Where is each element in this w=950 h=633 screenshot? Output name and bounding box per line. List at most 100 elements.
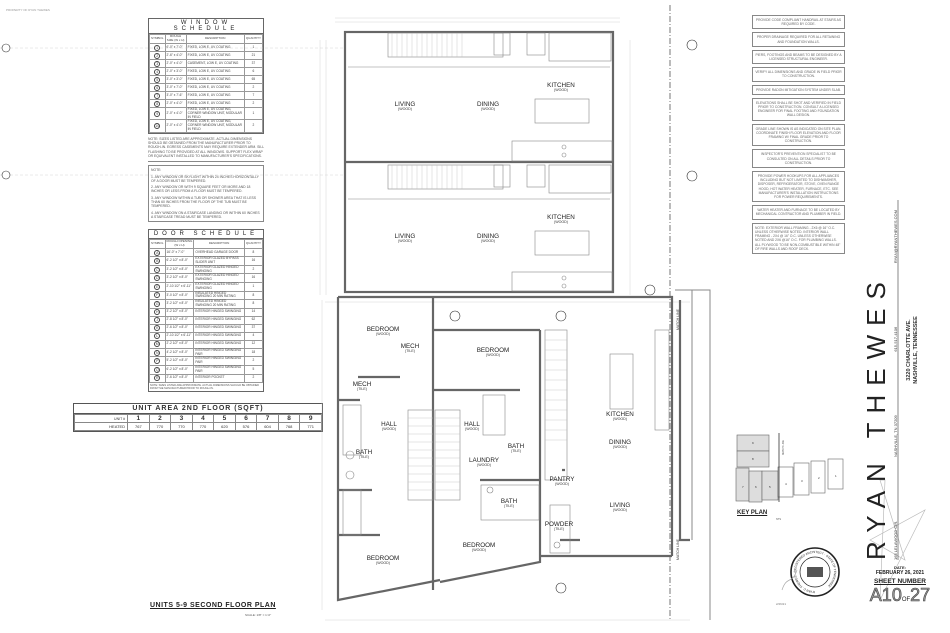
symbol-badge: 4 [154, 68, 161, 75]
symbol-badge: K [154, 325, 161, 332]
room-label: MECH(TILE) [401, 343, 420, 354]
symbol-badge: P [154, 358, 161, 365]
general-note: GRADE LINE SHOWN IS AS INDICATED ON SITE… [752, 123, 845, 147]
room-floor: (WOOD) [465, 427, 479, 432]
symbol-badge: 10 [154, 123, 161, 130]
sheet-of: OF [901, 597, 911, 603]
general-notes: PROVIDE CODE COMPLIANT HANDRAIL AT STAIR… [752, 15, 845, 254]
unit-area-value: 771 [299, 422, 322, 431]
room-label: BEDROOM(WOOD) [462, 542, 496, 553]
room-name: LIVING [394, 101, 416, 109]
sheet-total: 27 [910, 585, 931, 606]
sheet-info: DATE: FEBRUARY 26, 2021 SHEET NUMBER A10… [858, 565, 942, 610]
room-label: BEDROOM(WOOD) [477, 347, 510, 358]
glazing-notes-title: NOTE: [151, 168, 162, 173]
room-name: KITCHEN [547, 214, 575, 222]
symbol-badge: H [154, 309, 161, 316]
room-label: KITCHEN(WOOD) [547, 82, 575, 93]
key-plan-unit: 8 [752, 457, 754, 461]
room-name: DINING [476, 101, 500, 109]
glazing-note-item: 4. ANY WINDOW ON A STAIRCASE LANDING OR … [151, 210, 260, 219]
section-markers [1, 39, 698, 594]
table-cell: 2'-0" x 4'-0" [164, 119, 187, 133]
symbol-badge: J [154, 317, 161, 324]
upper-plan-walls [343, 30, 615, 294]
room-floor: (WOOD) [613, 417, 627, 422]
adjacent-structure [675, 289, 711, 620]
room-label: POWDER(TILE) [545, 521, 573, 532]
room-name: BEDROOM [462, 542, 496, 550]
general-note: PROPER DRAINAGE REQUIRED FOR ALL RETAINI… [752, 32, 845, 47]
dimension-lines [0, 17, 690, 621]
room-floor: (WOOD) [554, 220, 568, 225]
header-fine-print: PROPERTY OF RYAN THEWES [6, 8, 50, 12]
symbol-badge: 7 [154, 92, 161, 99]
table-cell: 2 [243, 373, 264, 383]
room-floor: (WOOD) [376, 332, 390, 337]
general-note: WATER HEATER AND FURNACE TO BE LOCATED B… [752, 205, 845, 220]
window-schedule-title: WINDOW SCHEDULE [149, 19, 263, 34]
room-name: BATH [507, 443, 525, 451]
room-label: DINING(WOOD) [609, 439, 631, 450]
symbol-badge: 1 [154, 44, 161, 51]
general-note: PROVIDE POWER HOOKUPS FOR ALL APPLIANCES… [752, 171, 845, 203]
firm-email[interactable]: RYAN@RYANTHEWES.COM [893, 210, 898, 264]
room-floor: (TILE) [504, 504, 514, 509]
sheet-number-label: SHEET NUMBER [873, 578, 926, 585]
glazing-note-item: 1. ANY WINDOW OR SKYLIGHT WITHIN 24 INCH… [151, 174, 259, 183]
symbol-badge: 3 [154, 60, 161, 67]
window-schedule-note: NOTE: SIZES LISTED ARE APPROXIMATE. ACTU… [148, 136, 264, 158]
seal-date: 2/26/21 [776, 602, 787, 606]
key-plan-unit: 4 [785, 482, 787, 486]
upper-plan-fixtures [348, 32, 613, 292]
general-note: ELEVATIONS SHALL BE SHOT AND VERIFIED IN… [752, 97, 845, 121]
room-label: KITCHEN(WOOD) [547, 214, 575, 225]
symbol-badge: M [154, 341, 161, 348]
room-floor: (WOOD) [554, 88, 568, 93]
glazing-note-item: 2. ANY WINDOW OR WITH 9 SQUARE FEET OR M… [151, 185, 251, 194]
general-note: PROVIDE RADON MITIGATION SYSTEM UNDER SL… [752, 84, 845, 95]
sheet-number: A10 [869, 585, 902, 606]
project-city: NASHVILLE, TENNESSEE [912, 316, 919, 384]
upper-stair-treads [391, 33, 463, 189]
firm-logo [869, 200, 926, 601]
firm-block: RYAN THEWES 165 LELAWOOD CIR. NASHVILLE,… [861, 200, 919, 560]
symbol-badge: G [154, 301, 161, 307]
key-plan-title: KEY PLAN [737, 510, 768, 516]
symbol-badge: Q [154, 366, 161, 373]
table-cell: FIXED, LOW E, UV COATING, CORNER WINDOW … [185, 119, 245, 133]
unit-area-value: 576 [234, 422, 258, 431]
room-name: DINING [476, 233, 500, 241]
general-note: VERIFY ALL DIMENSIONS AND GRADE IN FIELD… [752, 67, 845, 82]
room-name: PANTRY [549, 476, 575, 484]
firm-city: NASHVILLE, TN 37209 [893, 415, 898, 457]
room-name: BATH [355, 449, 373, 457]
general-note: PIERS, FOOTINGS AND BEAMS TO BE DESIGNED… [752, 49, 845, 65]
door-schedule-title: DOOR SCHEDULE [149, 230, 263, 240]
symbol-badge: L [154, 333, 161, 340]
room-name: BEDROOM [366, 555, 400, 563]
architect-seal [781, 547, 840, 597]
room-label: HALL(WOOD) [381, 421, 397, 432]
room-name: LAUNDRY [469, 457, 499, 465]
table-cell: 12 [243, 339, 264, 349]
key-plan-scale: NTS [776, 518, 781, 521]
room-label: BATH(TILE) [501, 498, 517, 509]
room-label: LAUNDRY(WOOD) [469, 457, 499, 468]
symbol-badge: N [154, 349, 161, 356]
key-plan-unit: 3 [801, 479, 803, 483]
room-label: LIVING(WOOD) [394, 101, 416, 112]
symbol-badge: 8 [154, 100, 161, 107]
table-cell: 8 [243, 248, 264, 258]
room-name: MECH [352, 381, 372, 389]
symbol-badge: B [154, 258, 161, 265]
room-floor: (WOOD) [613, 445, 627, 450]
room-floor: (TILE) [405, 349, 415, 354]
lower-plan-fixtures [342, 329, 670, 554]
